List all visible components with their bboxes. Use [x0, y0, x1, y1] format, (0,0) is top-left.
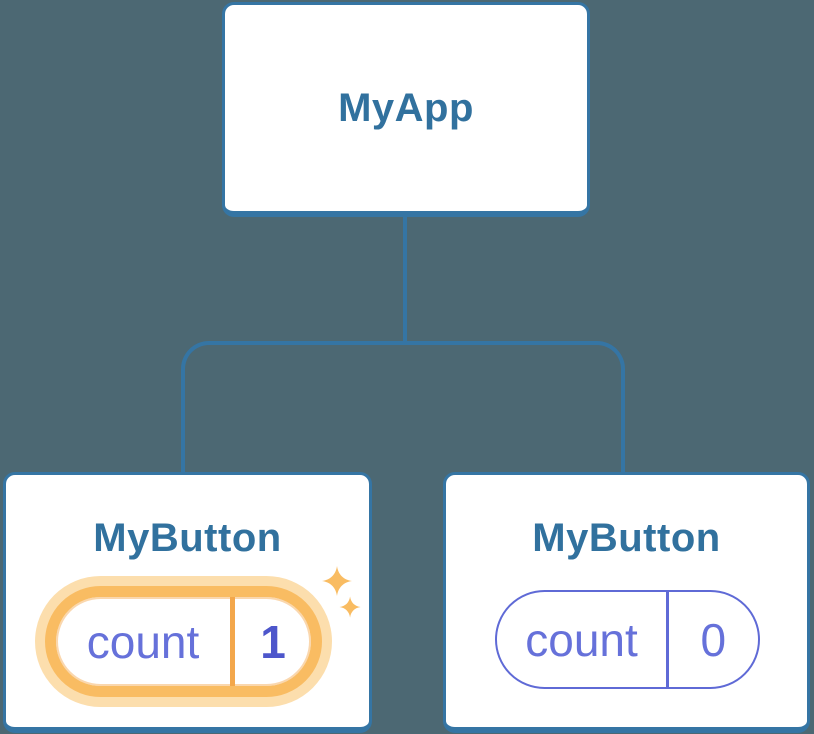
state-value: 0 [700, 613, 727, 666]
connector-bracket [181, 341, 625, 472]
pill-divider [230, 597, 235, 686]
node-myapp-label: MyApp [338, 85, 474, 130]
state-name: count [525, 613, 638, 666]
state-value: 1 [260, 615, 286, 668]
connector-stem [403, 215, 407, 345]
sparkles-icon [322, 566, 361, 618]
sparkle-small-icon [339, 596, 361, 618]
state-name: count [86, 615, 200, 668]
node-mybutton-2: MyButton count 0 [443, 472, 810, 733]
state-pill: count 0 [495, 590, 760, 689]
node-myapp: MyApp [222, 2, 590, 217]
node-mybutton-1: MyButton count 1 [3, 472, 372, 733]
node-mybutton-2-label: MyButton [532, 516, 721, 560]
pill-divider [666, 592, 669, 687]
sparkle-large-icon [322, 566, 352, 596]
state-pill-highlighted: count 1 [45, 586, 322, 697]
node-mybutton-1-label: MyButton [93, 516, 282, 560]
